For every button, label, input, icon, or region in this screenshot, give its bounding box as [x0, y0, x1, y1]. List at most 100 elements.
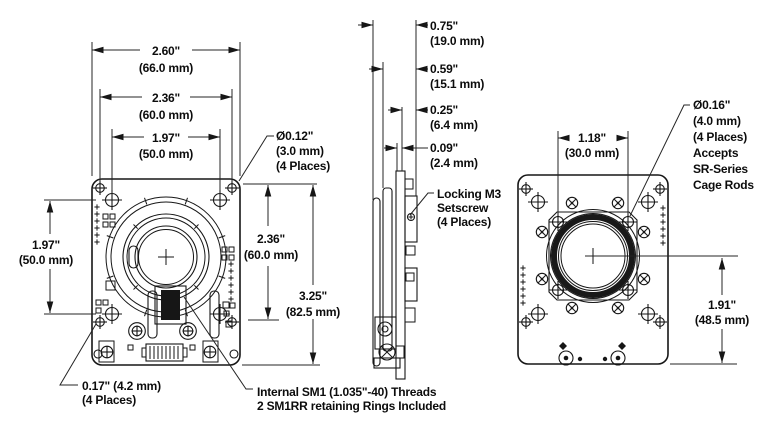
- corner-hole-icon: [92, 180, 108, 196]
- dim-front-hole-width-in: 2.36": [152, 91, 180, 105]
- side-view: 0.75" (19.0 mm) 0.59" (15.1 mm) 0.25" (6…: [358, 19, 502, 380]
- guide-rail: [147, 290, 158, 339]
- back-board: [517, 174, 669, 366]
- board-screw-icon: [179, 322, 197, 340]
- callout-setscrew-2: Setscrew: [437, 201, 489, 215]
- dim-side-depth2-in: 0.59": [430, 62, 458, 76]
- front-view: 2.60" (66.0 mm) 2.36" (60.0 mm) 1.97" (5…: [19, 42, 446, 413]
- lens-tab: [128, 245, 139, 269]
- callout-cage-accepts: Accepts: [693, 146, 739, 160]
- bottom-screw-icon: [378, 343, 396, 361]
- mounting-hole-icon: [637, 191, 659, 213]
- dim-front-hole-height-in: 2.36": [257, 232, 285, 246]
- dim-front-mount-width-in: 1.97": [152, 131, 180, 145]
- dim-back-center-height-in: 1.91": [708, 298, 736, 312]
- callout-corner-hole-mm: (3.0 mm): [276, 144, 324, 158]
- dim-back-rod-spacing-mm: (30.0 mm): [565, 146, 619, 160]
- dim-side-depth2-mm: (15.1 mm): [430, 77, 484, 91]
- mounting-hole-icon: [101, 303, 123, 325]
- phillips-screw-icon: [637, 225, 651, 239]
- dim-side-depth4-mm: (2.4 mm): [430, 156, 478, 170]
- dim-front-outer-height-in: 3.25": [299, 289, 327, 303]
- corner-hole-icon: [518, 181, 534, 197]
- side-dimensions: 0.75" (19.0 mm) 0.59" (15.1 mm) 0.25" (6…: [358, 19, 502, 229]
- alignment-pin-icon: [610, 350, 626, 366]
- dim-front-mount-width-mm: (50.0 mm): [139, 147, 193, 161]
- dim-front-outer-width-in: 2.60": [152, 44, 180, 58]
- front-pcb-components: [93, 203, 236, 363]
- usb-connector: [154, 285, 187, 325]
- bottom-connector-block: [374, 316, 397, 350]
- pin-header-connector: [145, 343, 184, 362]
- fiducial-mark: [559, 342, 567, 350]
- lock-bracket: [202, 340, 219, 363]
- dim-side-depth1-in: 0.75": [430, 19, 458, 33]
- dim-side-depth1-mm: (19.0 mm): [430, 34, 484, 48]
- callout-cage-mm: (4.0 mm): [693, 114, 741, 128]
- corner-hole-icon: [652, 181, 668, 197]
- back-dimensions: 1.18" (30.0 mm) 1.91" (48.5 mm): [557, 131, 750, 365]
- leader-foot-hole: [59, 323, 97, 386]
- mounting-hole-icon: [527, 191, 549, 213]
- callout-cage-dia: Ø0.16": [693, 98, 730, 112]
- callout-setscrew-1: Locking M3: [437, 187, 502, 201]
- lock-bracket: [98, 340, 115, 363]
- side-body: [372, 170, 418, 380]
- alignment-pin-icon: [558, 350, 574, 366]
- mounting-hole-icon: [527, 303, 549, 325]
- note-sm1-rings: 2 SM1RR retaining Rings Included: [257, 399, 446, 413]
- lock-screw-icon: [100, 345, 114, 359]
- callout-cage-places: (4 Places): [693, 130, 747, 144]
- leader-setscrew: [409, 192, 434, 216]
- callout-setscrew-3: (4 Places): [437, 215, 491, 229]
- phillips-screw-icon: [611, 301, 625, 315]
- callout-cage-series: SR-Series: [693, 162, 748, 176]
- dim-front-outer-width-mm: (66.0 mm): [139, 61, 193, 75]
- lock-screw-icon: [203, 345, 217, 359]
- dim-back-center-height-mm: (48.5 mm): [695, 313, 749, 327]
- phillips-screw-icon: [611, 196, 625, 210]
- leader-sm1-threads: [183, 296, 253, 390]
- corner-hole-icon: [518, 314, 534, 330]
- dim-front-hole-width-mm: (60.0 mm): [139, 108, 193, 122]
- callout-foot-dim: 0.17" (4.2 mm): [82, 379, 161, 393]
- front-dimensions: 2.60" (66.0 mm) 2.36" (60.0 mm) 1.97" (5…: [19, 42, 341, 366]
- sensor-mount-block: [548, 211, 638, 301]
- fiducial-mark: [618, 342, 626, 350]
- dim-back-rod-spacing-in: 1.18": [578, 131, 606, 145]
- back-plate-outline: [517, 174, 669, 365]
- corner-hole-icon: [92, 314, 108, 330]
- dim-front-outer-height-mm: (82.5 mm): [286, 305, 340, 319]
- phillips-screw-icon: [535, 225, 549, 239]
- phillips-screw-icon: [637, 272, 651, 286]
- leader-cage-rod-hole: [629, 104, 690, 217]
- back-callouts: Ø0.16" (4.0 mm) (4 Places) Accepts SR-Se…: [629, 98, 755, 217]
- callout-cage-rods: Cage Rods: [693, 178, 754, 192]
- leader-corner-hole: [238, 135, 274, 182]
- callout-corner-hole-places: (4 Places): [276, 159, 330, 173]
- phillips-screw-icon: [565, 301, 579, 315]
- mount-block: [404, 195, 418, 243]
- corner-hole-icon: [652, 314, 668, 330]
- dim-front-mount-height-mm: (50.0 mm): [19, 253, 73, 267]
- board-screw-icon: [128, 322, 146, 340]
- dim-side-depth3-in: 0.25": [430, 103, 458, 117]
- dim-side-depth4-in: 0.09": [430, 141, 458, 155]
- callout-foot-places: (4 Places): [82, 393, 136, 407]
- back-view: 1.18" (30.0 mm) 1.91" (48.5 mm) Ø0.16" (…: [517, 98, 755, 366]
- mounting-hole-icon: [637, 303, 659, 325]
- note-sm1-threads: Internal SM1 (1.035"-40) Threads: [257, 385, 437, 399]
- phillips-screw-icon: [565, 196, 579, 210]
- lens-barrel-front: [372, 197, 381, 367]
- front-board: [91, 178, 241, 366]
- corner-hole-icon: [224, 180, 240, 196]
- front-plate-outline: [91, 178, 241, 366]
- corner-relief-hole: [229, 349, 239, 359]
- dim-front-hole-height-mm: (60.0 mm): [244, 248, 298, 262]
- dim-side-depth3-mm: (6.4 mm): [430, 118, 478, 132]
- callout-corner-hole-dia: Ø0.12": [276, 129, 313, 143]
- dim-front-mount-height-in: 1.97": [32, 238, 60, 252]
- phillips-screw-icon: [535, 272, 549, 286]
